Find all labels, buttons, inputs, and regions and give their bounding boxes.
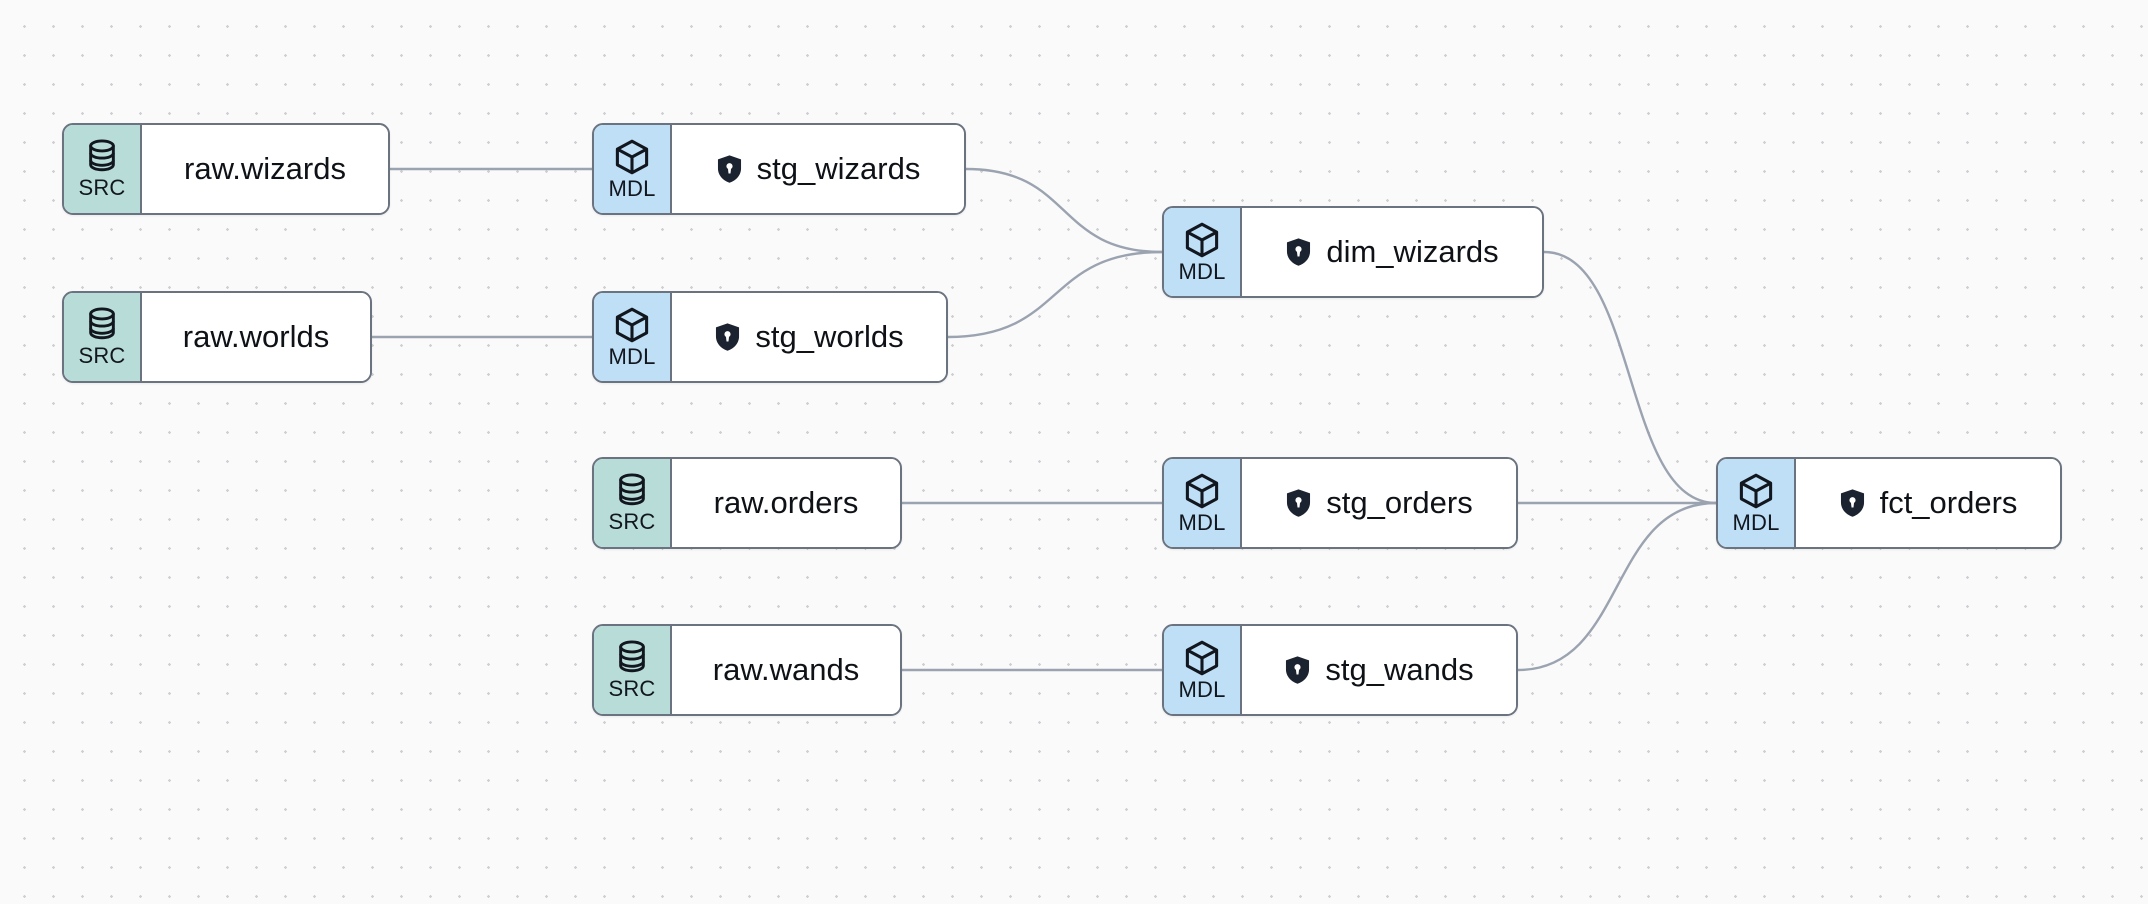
node-fct_orders[interactable]: MDL fct_orders — [1716, 457, 2062, 549]
node-body: raw.worlds — [142, 293, 370, 381]
node-label: raw.wands — [712, 652, 860, 687]
node-raw_orders[interactable]: SRC raw.orders — [592, 457, 902, 549]
node-label: fct_orders — [1879, 485, 2018, 520]
badge-label: MDL — [1178, 677, 1226, 702]
node-label: stg_wands — [1325, 652, 1474, 687]
badge-label: MDL — [1178, 510, 1226, 535]
badge-label: MDL — [1732, 510, 1780, 535]
node-body: dim_wizards — [1242, 208, 1542, 296]
node-badge-mdl: MDL — [594, 293, 672, 381]
node-stg_orders[interactable]: MDL stg_orders — [1162, 457, 1518, 549]
node-badge-mdl: MDL — [1164, 208, 1242, 296]
node-badge-src: SRC — [64, 293, 142, 381]
edge-dim_wizards-to-fct_orders — [1543, 250, 1717, 505]
node-body: raw.orders — [672, 459, 900, 547]
badge-label: SRC — [608, 676, 656, 701]
edge-stg_wizards-to-dim_wizards — [965, 167, 1163, 254]
node-body: fct_orders — [1796, 459, 2060, 547]
node-badge-src: SRC — [594, 459, 672, 547]
shield-lock-icon — [714, 322, 741, 352]
badge-label: SRC — [78, 343, 126, 368]
node-dim_wizards[interactable]: MDL dim_wizards — [1162, 206, 1544, 298]
node-stg_wands[interactable]: MDL stg_wands — [1162, 624, 1518, 716]
badge-label: MDL — [608, 176, 656, 201]
cube-icon — [613, 138, 651, 176]
node-label: raw.wizards — [184, 151, 346, 186]
cube-icon — [613, 306, 651, 344]
node-badge-mdl: MDL — [1164, 626, 1242, 714]
cube-icon — [1183, 639, 1221, 677]
edge-stg_wands-to-fct_orders — [1517, 501, 1717, 672]
node-label: raw.orders — [713, 485, 859, 520]
node-label: dim_wizards — [1326, 234, 1499, 269]
node-label: raw.worlds — [182, 319, 330, 354]
node-raw_wizards[interactable]: SRC raw.wizards — [62, 123, 390, 215]
badge-label: MDL — [608, 344, 656, 369]
node-raw_worlds[interactable]: SRC raw.worlds — [62, 291, 372, 383]
database-icon — [615, 640, 649, 676]
node-badge-src: SRC — [594, 626, 672, 714]
cube-icon — [1183, 221, 1221, 259]
database-icon — [615, 473, 649, 509]
shield-lock-icon — [1284, 655, 1311, 685]
node-body: stg_wizards — [672, 125, 964, 213]
node-badge-src: SRC — [64, 125, 142, 213]
shield-lock-icon — [716, 154, 743, 184]
node-stg_worlds[interactable]: MDL stg_worlds — [592, 291, 948, 383]
node-badge-mdl: MDL — [594, 125, 672, 213]
badge-label: SRC — [608, 509, 656, 534]
node-label: stg_worlds — [755, 319, 904, 354]
cube-icon — [1183, 472, 1221, 510]
database-icon — [85, 307, 119, 343]
node-label: stg_wizards — [756, 151, 921, 186]
node-stg_wizards[interactable]: MDL stg_wizards — [592, 123, 966, 215]
shield-lock-icon — [1285, 488, 1312, 518]
node-body: stg_wands — [1242, 626, 1516, 714]
badge-label: MDL — [1178, 259, 1226, 284]
badge-label: SRC — [78, 175, 126, 200]
shield-lock-icon — [1285, 237, 1312, 267]
cube-icon — [1737, 472, 1775, 510]
node-body: raw.wizards — [142, 125, 388, 213]
node-badge-mdl: MDL — [1718, 459, 1796, 547]
node-raw_wands[interactable]: SRC raw.wands — [592, 624, 902, 716]
node-body: stg_worlds — [672, 293, 946, 381]
node-body: stg_orders — [1242, 459, 1516, 547]
edge-stg_worlds-to-dim_wizards — [947, 250, 1163, 339]
shield-lock-icon — [1839, 488, 1866, 518]
node-label: stg_orders — [1326, 485, 1473, 520]
database-icon — [85, 139, 119, 175]
node-badge-mdl: MDL — [1164, 459, 1242, 547]
node-body: raw.wands — [672, 626, 900, 714]
